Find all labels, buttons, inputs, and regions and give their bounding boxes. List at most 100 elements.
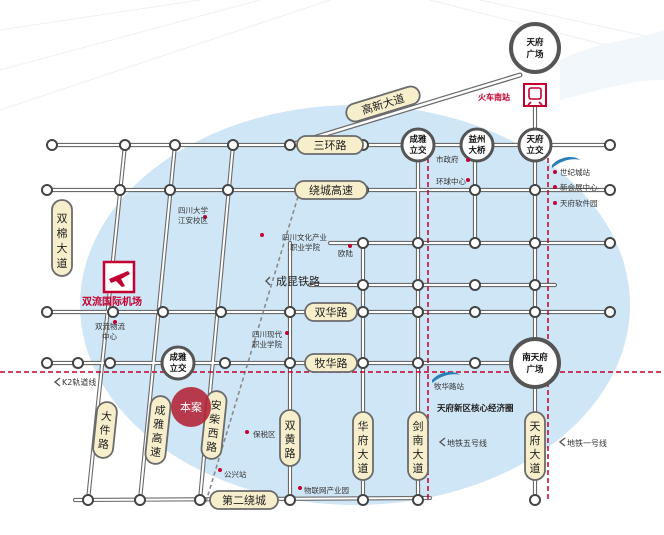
- dajian-road-label: 大件路: [97, 409, 112, 452]
- iot-label: 物联网产业园: [304, 485, 349, 495]
- huafu-avenue: 华府大道: [352, 411, 374, 481]
- poi-dot: [466, 178, 470, 182]
- metro-logo-icon: [432, 372, 460, 383]
- poi-dot: [348, 244, 352, 248]
- shuangmian-avenue-label: 双棉大道: [57, 212, 68, 270]
- airport-label: 双流国际机场: [82, 295, 142, 308]
- junction-node: [119, 139, 131, 151]
- poi-dot: [298, 486, 302, 490]
- line1-label: 地铁一号线: [567, 438, 607, 448]
- junction-node: [107, 306, 119, 318]
- junction-node: [194, 494, 206, 506]
- major-nodes: 天府广场 成雅立交 益州大桥 天府立交 成雅立交: [160, 22, 561, 389]
- junction-node: [114, 184, 126, 196]
- poi-dot: [553, 201, 557, 205]
- junction-node: [357, 279, 369, 291]
- svg-text:成雅立交: 成雅立交: [169, 352, 187, 374]
- junction-node: [604, 184, 616, 196]
- yizhou-bridge-node: 益州大桥: [459, 127, 495, 163]
- junction-node: [222, 184, 234, 196]
- chengya-expressway: 成雅高速: [144, 395, 172, 465]
- tianfu-interchange-node: 天府立交: [517, 127, 553, 163]
- shuanghuang-road: 双黄路: [279, 409, 301, 467]
- junction-node: [72, 357, 84, 369]
- sichuan-univ-label: 四川大学江安校区: [178, 205, 208, 225]
- junction-node: [529, 279, 541, 291]
- junction-node: [219, 357, 231, 369]
- junction-node: [469, 279, 481, 291]
- junction-node: [529, 494, 541, 506]
- junction-node: [169, 139, 181, 151]
- shizhengfu-label: 市政府: [436, 154, 459, 164]
- junction-node: [469, 184, 481, 196]
- line5-label: 地铁五号线: [447, 438, 487, 448]
- economic-circle-label: 天府新区核心经济圈: [437, 403, 514, 414]
- svg-text:成雅立交: 成雅立交: [409, 134, 427, 156]
- muhua-station-label: 牧华路站: [434, 381, 464, 391]
- junction-node: [82, 494, 94, 506]
- metro-swoosh-icons: [432, 157, 580, 383]
- anliang-west-road-label: 安柴西路: [205, 398, 222, 455]
- junction-node: [604, 139, 616, 151]
- poi-dot: [553, 185, 557, 189]
- junction-node: [164, 184, 176, 196]
- chengkun-railway-label: 成昆铁路: [276, 275, 320, 288]
- junction-node: [604, 237, 616, 249]
- chengya-interchange-south-node: 成雅立交: [160, 345, 196, 381]
- south-railway-station: 火车南站: [478, 83, 547, 107]
- chengya-expressway-label: 成雅高速: [149, 404, 166, 460]
- junction-node: [469, 306, 481, 318]
- raocheng-expressway-label: 绕城高速: [309, 183, 353, 197]
- junction-node: [104, 357, 116, 369]
- poi-labels: 四川大学江安校区 四川文化产业职业学院 欧陆 成昆铁路 双流物流中心 四川现代职…: [95, 154, 598, 495]
- muhua-road: 牧华路: [304, 353, 358, 373]
- junction-node: [357, 237, 369, 249]
- junction-node: [529, 306, 541, 318]
- tianfu-square-node: 天府广场: [509, 22, 561, 74]
- junction-node: [284, 357, 296, 369]
- sanhuan-road-label: 三环路: [314, 139, 347, 152]
- century-city-label: 世纪城站: [560, 167, 590, 177]
- junction-node: [215, 306, 227, 318]
- shuangmian-avenue: 双棉大道: [51, 199, 73, 277]
- jiannan-avenue-label: 剑南大道: [413, 419, 424, 475]
- project-label: 本案: [180, 400, 202, 414]
- poi-dot: [285, 331, 289, 335]
- junction-node: [412, 279, 424, 291]
- junction-node: [41, 306, 53, 318]
- sanhuan-road: 三环路: [296, 135, 364, 155]
- tianfu-avenue: 天府大道: [524, 411, 546, 481]
- muhua-road-label: 牧华路: [315, 356, 348, 370]
- huanqiu-label: 环球中心: [436, 176, 466, 186]
- modern-college-label: 四川现代职业学院: [252, 329, 282, 349]
- junction-node: [357, 494, 369, 506]
- poi-dot: [553, 170, 557, 174]
- junction-node: [284, 306, 296, 318]
- junction-node: [227, 139, 239, 151]
- train-icon: [527, 87, 543, 106]
- shuanghua-road-label: 双华路: [315, 305, 348, 319]
- junction-node: [284, 139, 296, 151]
- di-er-raocheng: 第二绕城: [209, 490, 279, 510]
- shuanghuang-road-label: 双黄路: [285, 419, 296, 460]
- dajian-road: 大件路: [92, 401, 118, 459]
- airplane-icon: [109, 271, 130, 287]
- junction-node: [41, 357, 53, 369]
- junction-node: [157, 306, 169, 318]
- junction-node: [357, 357, 369, 369]
- software-park-label: 天府软件园: [560, 198, 598, 208]
- svg-text:南天府广场: 南天府广场: [522, 352, 548, 375]
- culture-college-label: 四川文化产业职业学院: [282, 232, 327, 252]
- poi-dot: [218, 468, 222, 472]
- junction-node: [412, 357, 424, 369]
- poi-dot: [466, 158, 470, 162]
- poi-dot: [113, 320, 117, 324]
- svg-text:天府广场: 天府广场: [526, 37, 544, 60]
- junction-node: [529, 237, 541, 249]
- junction-node: [357, 306, 369, 318]
- gaoxin-avenue-road: [287, 72, 523, 148]
- junction-node: [469, 237, 481, 249]
- tianfu-avenue-label: 天府大道: [530, 420, 541, 475]
- highway-labels: 高新大道 三环路 绕城高速 双华路 牧华路 第二绕城 双棉大道: [51, 85, 546, 510]
- jiannan-avenue: 剑南大道: [407, 411, 429, 481]
